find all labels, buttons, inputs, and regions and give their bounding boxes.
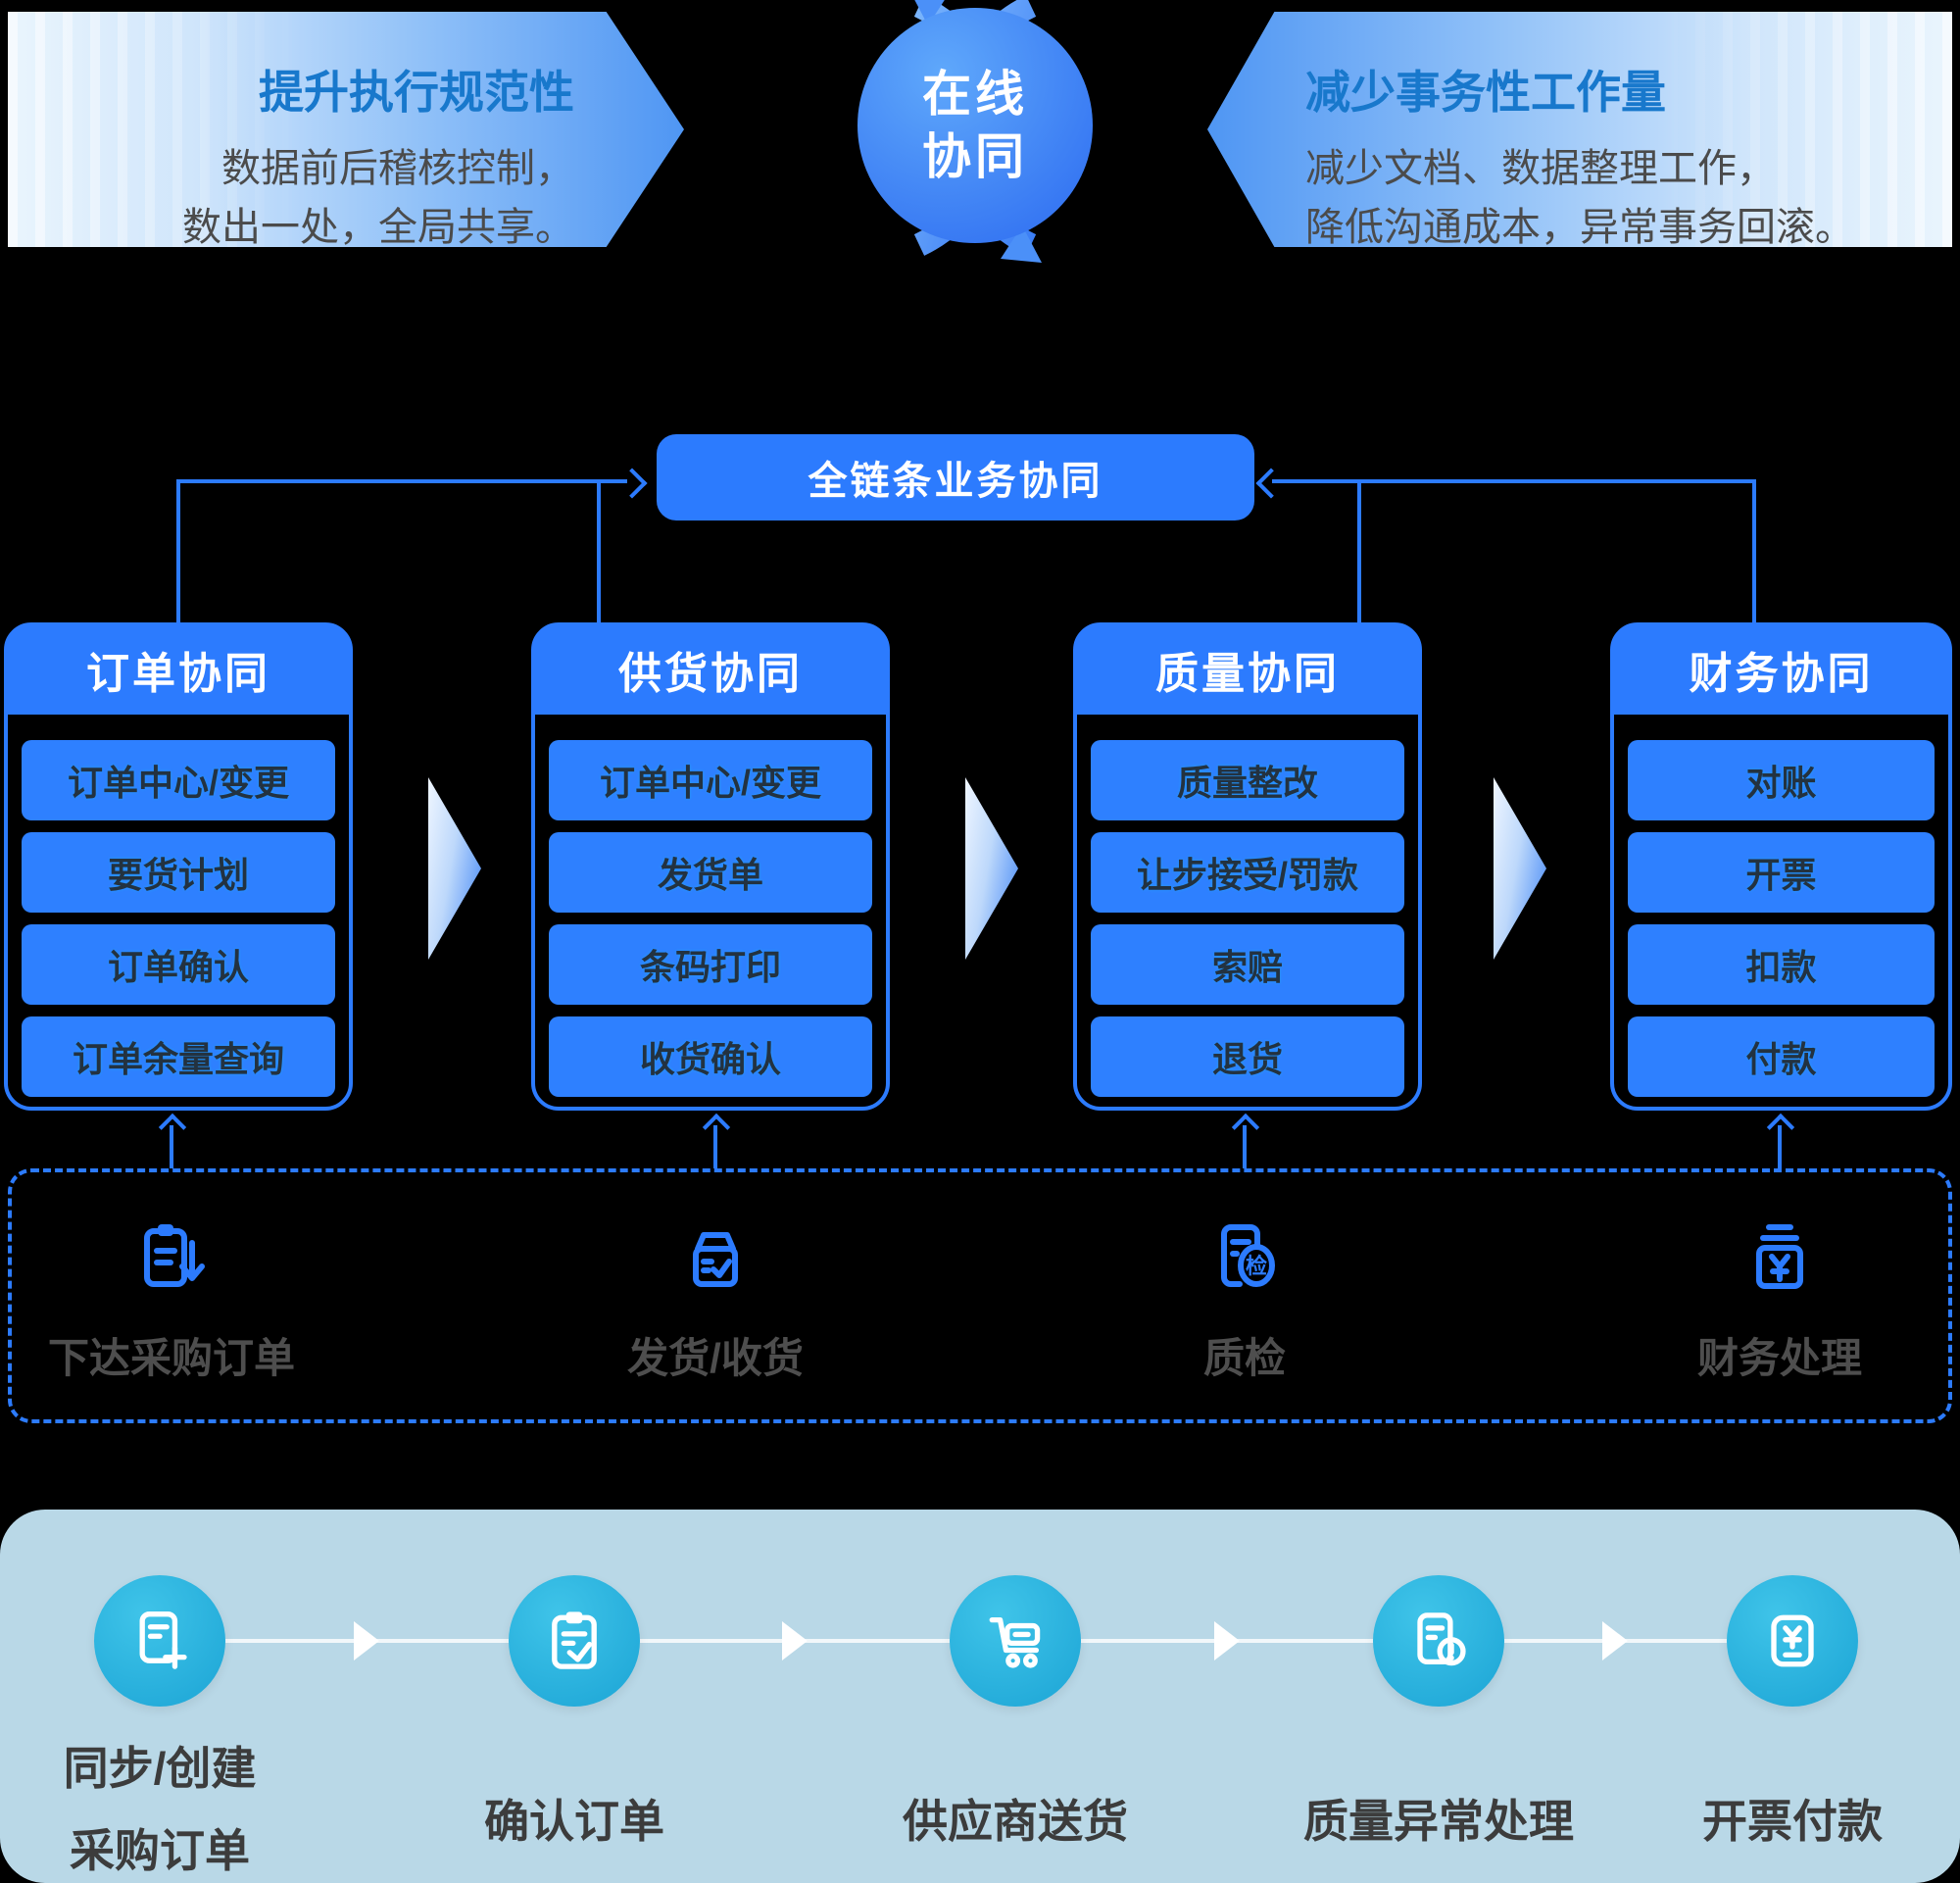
column-item: 订单中心/变更 bbox=[22, 740, 335, 820]
up-arrow-line bbox=[1243, 1125, 1247, 1168]
benefit-banner-right: 减少事务性工作量 减少文档、数据整理工作， 降低沟通成本，异常事务回滚。 bbox=[1207, 12, 1952, 247]
flow-step-label: 确认订单 bbox=[484, 1796, 664, 1847]
column-item: 对账 bbox=[1628, 740, 1935, 820]
column-item: 让步接受/罚款 bbox=[1091, 832, 1404, 913]
flow-step-circle bbox=[509, 1575, 640, 1707]
flow-step-label: 质量异常处理 bbox=[1303, 1796, 1574, 1847]
flow-step-circle bbox=[950, 1575, 1081, 1707]
column-title: 订单协同 bbox=[6, 624, 351, 715]
column-title: 供货协同 bbox=[533, 624, 888, 715]
right-banner-line2: 降低沟通成本，异常事务回滚。 bbox=[1305, 206, 1854, 249]
column-item: 质量整改 bbox=[1091, 740, 1404, 820]
right-banner-line1: 减少文档、数据整理工作， bbox=[1305, 147, 1776, 190]
arrowhead-right-icon bbox=[616, 468, 648, 499]
column-finance-collaboration: 财务协同 对账 开票 扣款 付款 bbox=[1610, 622, 1952, 1111]
flow-label-line1: 同步/创建 bbox=[63, 1743, 257, 1794]
column-item: 开票 bbox=[1628, 832, 1935, 913]
column-supply-collaboration: 供货协同 订单中心/变更 发货单 条码打印 收货确认 bbox=[531, 622, 890, 1111]
left-banner-title: 提升执行规范性 bbox=[259, 67, 574, 118]
flow-step-label: 同步/创建 采购订单 bbox=[0, 1733, 336, 1880]
arrowhead-up-icon bbox=[1766, 1113, 1795, 1142]
package-check-icon bbox=[693, 1232, 738, 1287]
arrowhead-up-icon bbox=[158, 1113, 187, 1142]
svg-text:检: 检 bbox=[1246, 1254, 1267, 1278]
erp-process-strip bbox=[8, 1168, 1952, 1423]
strip-step-label: 发货/收货 bbox=[627, 1335, 804, 1381]
circle-line1: 在线 bbox=[922, 67, 1028, 122]
document-plus-icon bbox=[139, 1611, 187, 1669]
column-title: 质量协同 bbox=[1075, 624, 1420, 715]
column-item: 扣款 bbox=[1628, 924, 1935, 1005]
arrowhead-up-icon bbox=[702, 1113, 731, 1142]
left-banner-line1: 数据前后稽核控制， bbox=[221, 147, 574, 190]
flow-step-circle bbox=[94, 1575, 225, 1707]
connector-line bbox=[1272, 479, 1752, 483]
sync-circle-icon bbox=[858, 0, 1093, 263]
strip-step-label: 财务处理 bbox=[1696, 1335, 1862, 1381]
flow-step-circle bbox=[1727, 1575, 1858, 1707]
cart-icon bbox=[989, 1616, 1041, 1668]
up-arrow-line bbox=[1778, 1125, 1782, 1168]
full-chain-hub-box: 全链条业务协同 bbox=[657, 434, 1254, 520]
flow-step-label: 供应商送货 bbox=[903, 1796, 1128, 1847]
column-item: 发货单 bbox=[549, 832, 872, 913]
clipboard-arrow-down-icon bbox=[144, 1224, 205, 1287]
flow-triangle-icon bbox=[428, 777, 481, 960]
circle-line2: 协同 bbox=[922, 129, 1028, 184]
column-item: 索赔 bbox=[1091, 924, 1404, 1005]
column-item: 订单余量查询 bbox=[22, 1016, 335, 1097]
column-title: 财务协同 bbox=[1612, 624, 1950, 715]
connector-line bbox=[1357, 479, 1361, 622]
column-item: 收货确认 bbox=[549, 1016, 872, 1097]
right-banner-title: 减少事务性工作量 bbox=[1305, 67, 1666, 118]
clipboard-check-icon bbox=[552, 1611, 597, 1669]
arrowhead-left-icon bbox=[1255, 468, 1287, 499]
flow-triangle-icon bbox=[1494, 777, 1546, 960]
flow-label-line2: 采购订单 bbox=[70, 1825, 250, 1876]
document-warning-icon bbox=[1417, 1612, 1466, 1666]
flow-triangle-icon bbox=[965, 777, 1018, 960]
column-item: 付款 bbox=[1628, 1016, 1935, 1097]
column-order-collaboration: 订单协同 订单中心/变更 要货计划 订单确认 订单余量查询 bbox=[4, 622, 353, 1111]
document-inspect-icon: 检 bbox=[1221, 1224, 1275, 1287]
column-item: 要货计划 bbox=[22, 832, 335, 913]
column-quality-collaboration: 质量协同 质量整改 让步接受/罚款 索赔 退货 bbox=[1073, 622, 1422, 1111]
connector-line bbox=[176, 479, 180, 622]
online-collaboration-label: 在线 协同 bbox=[858, 8, 1093, 243]
column-item: 订单确认 bbox=[22, 924, 335, 1005]
column-item: 条码打印 bbox=[549, 924, 872, 1005]
flow-step-label: 开票付款 bbox=[1702, 1796, 1883, 1847]
connector-line bbox=[597, 479, 601, 622]
up-arrow-line bbox=[713, 1125, 717, 1168]
voucher-yen-icon bbox=[1771, 1614, 1814, 1667]
up-arrow-line bbox=[170, 1125, 173, 1168]
banner-stripes-decoration bbox=[8, 12, 302, 247]
cashbox-yen-icon bbox=[1756, 1224, 1803, 1289]
strip-step-label: 质检 bbox=[1202, 1335, 1286, 1381]
strip-step-label: 下达采购订单 bbox=[47, 1335, 295, 1381]
column-item: 订单中心/变更 bbox=[549, 740, 872, 820]
connector-line bbox=[176, 479, 627, 483]
flow-step-circle bbox=[1373, 1575, 1504, 1707]
arrowhead-up-icon bbox=[1231, 1113, 1260, 1142]
connector-line bbox=[1752, 479, 1756, 622]
column-item: 退货 bbox=[1091, 1016, 1404, 1097]
left-banner-line2: 数出一处，全局共享。 bbox=[182, 206, 574, 249]
benefit-banner-left: 提升执行规范性 数据前后稽核控制， 数出一处，全局共享。 bbox=[8, 12, 684, 247]
